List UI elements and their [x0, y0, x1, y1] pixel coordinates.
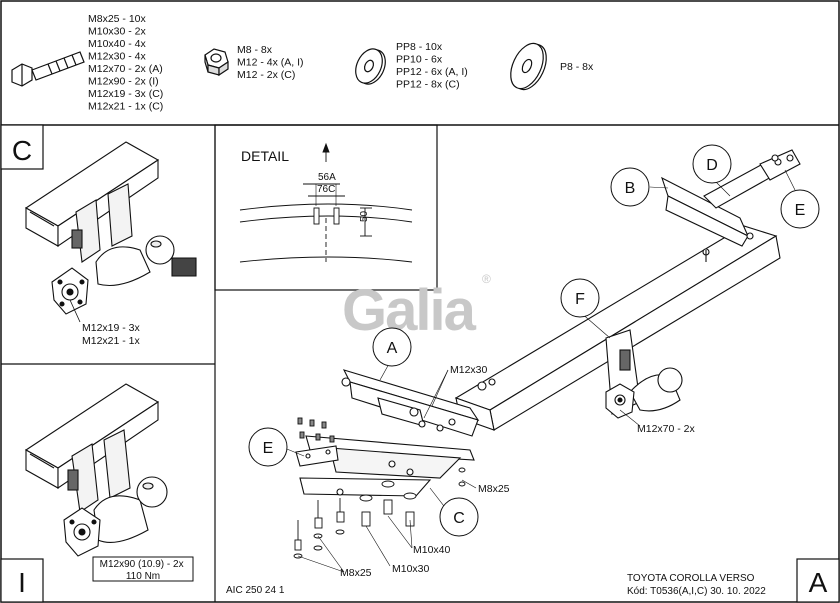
washer-icon — [355, 48, 386, 85]
washer-spec: PP12 - 8x (C) — [396, 79, 460, 91]
main-towbar-illustration — [293, 149, 801, 559]
kod-date: Kód: T0536(A,I,C) 30. 10. 2022 — [627, 586, 766, 597]
label-m12x30: M12x30 — [450, 364, 488, 376]
bolt-spec: M10x40 - 4x — [88, 38, 147, 50]
towbar-c-illustration — [24, 141, 197, 323]
callout-d: D — [692, 144, 732, 184]
large-washer-icon — [510, 42, 547, 91]
bolt-spec: M12x90 - 2x (I) — [88, 76, 159, 88]
panel-i-spec-box — [92, 556, 194, 582]
galia-logo: Galia — [342, 278, 477, 343]
bolt-spec: M10x30 - 2x — [88, 26, 147, 38]
washer-list: PP8 - 10x PP10 - 6x PP12 - 6x (A, I) PP1… — [396, 41, 471, 91]
washer-spec: PP10 - 6x — [396, 54, 443, 66]
label-m10x30: M10x30 — [392, 563, 430, 575]
panel-c-spec: M12x19 - 3x — [82, 322, 141, 334]
nut-icon — [204, 48, 229, 77]
nut-spec: M12 - 2x (C) — [237, 69, 295, 81]
detail-box — [214, 124, 438, 291]
drawing-code: AIC 250 24 1 — [226, 585, 285, 596]
dim-76c: 76C — [317, 184, 335, 195]
bolt-spec: M8x25 - 10x — [88, 13, 147, 25]
panel-c-spec: M12x21 - 1x — [82, 335, 141, 347]
panel-c-box — [0, 124, 44, 170]
label-m8x25-bottom: M8x25 — [340, 567, 372, 579]
dim-56a: 56A — [318, 172, 336, 183]
panel-i-letter: I — [18, 567, 26, 598]
variant-letter: A — [809, 567, 828, 598]
callout-b: B — [610, 167, 650, 207]
label-m10x40: M10x40 — [413, 544, 451, 556]
bolt-icon — [11, 51, 85, 87]
callout-f: F — [560, 278, 600, 318]
bolt-spec: M12x30 - 4x — [88, 51, 147, 63]
nut-spec: M8 - 8x — [237, 44, 273, 56]
label-m12x70: M12x70 - 2x — [637, 423, 696, 435]
bolt-spec: M12x21 - 1x (C) — [88, 101, 163, 113]
svg-text:F: F — [575, 291, 585, 308]
nut-list: M8 - 8x M12 - 4x (A, I) M12 - 2x (C) — [237, 44, 306, 81]
label-m8x25-right: M8x25 — [478, 483, 510, 495]
bolt-spec: M12x19 - 3x (C) — [88, 88, 163, 100]
callout-c: C — [439, 497, 479, 537]
nut-spec: M12 - 4x (A, I) — [237, 57, 304, 69]
registered-mark: ® — [482, 272, 491, 286]
leader-lines — [281, 169, 796, 573]
callout-a: A — [372, 327, 412, 367]
variant-box — [796, 558, 840, 603]
towbar-i-illustration — [24, 383, 168, 557]
panel-i-specs: M12x90 (10.9) - 2x 110 Nm — [100, 559, 187, 582]
detail-title: DETAIL — [241, 148, 289, 164]
bolt-list: M8x25 - 10x M10x30 - 2x M10x40 - 4x M12x… — [88, 13, 166, 113]
washer-spec: PP8 - 10x — [396, 41, 443, 53]
svg-text:A: A — [387, 340, 398, 357]
panel-i-spec: 110 Nm — [126, 571, 160, 582]
svg-text:E: E — [263, 440, 274, 457]
panel-c-specs: M12x19 - 3x M12x21 - 1x — [82, 322, 143, 347]
detail-drawing — [239, 142, 413, 263]
panel-i-spec: M12x90 (10.9) - 2x — [100, 559, 184, 570]
panel-i-box — [0, 558, 44, 603]
panel-c-letter: C — [12, 135, 32, 166]
callout-e-left: E — [248, 427, 288, 467]
dim-50: 50 — [359, 210, 370, 222]
large-washer-spec: P8 - 8x — [560, 61, 594, 73]
svg-text:E: E — [795, 202, 806, 219]
vehicle-model: TOYOTA COROLLA VERSO — [627, 573, 755, 584]
svg-text:D: D — [706, 157, 718, 174]
svg-text:C: C — [453, 510, 465, 527]
svg-text:B: B — [625, 180, 636, 197]
callout-e-right: E — [780, 189, 820, 229]
bolt-spec: M12x70 - 2x (A) — [88, 63, 163, 75]
washer-spec: PP12 - 6x (A, I) — [396, 66, 468, 78]
